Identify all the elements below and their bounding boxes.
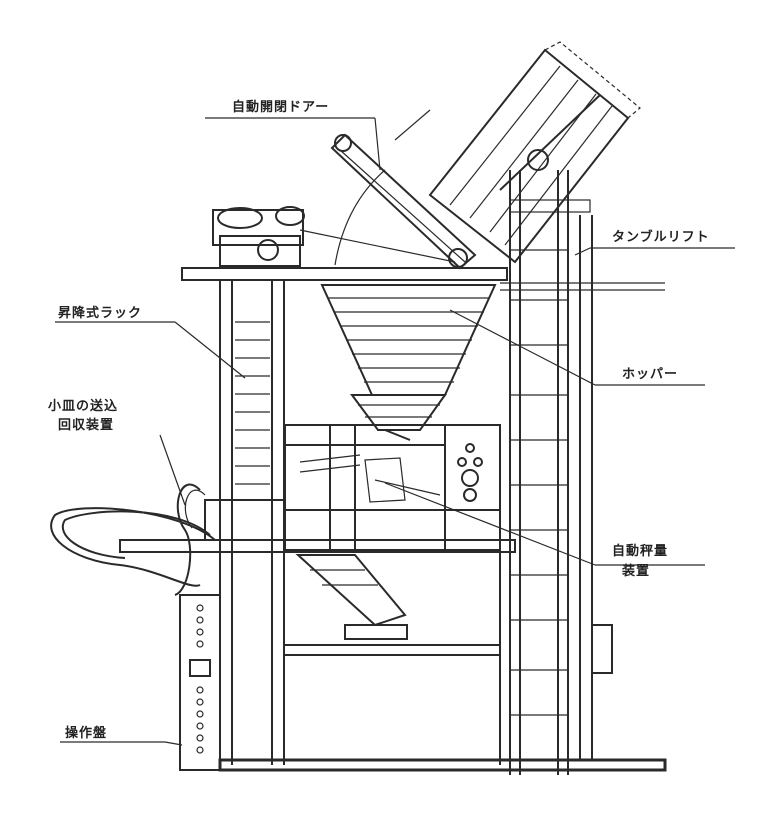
mid-deck [119,499,516,553]
label-auto-weigher-2: 装置 [622,564,651,579]
auto-door-arm [330,109,477,270]
label-lift-rack: 昇降式ラック [58,306,143,321]
top-motor [212,206,456,267]
lift-ladder-tower [509,149,613,775]
control-panel [179,594,221,771]
base-frame [218,550,667,772]
label-auto-weigher-1: 自動秤量 [612,544,669,559]
weigher-frame [284,424,501,551]
label-control-panel: 操作盤 [65,726,108,741]
lift-rack-tower [219,280,285,765]
discharge-chute [295,554,408,640]
leader-lines [55,117,735,746]
label-hopper: ホッパー [622,367,679,382]
small-dish-loop [50,483,216,596]
label-tumble-lift: タンブルリフト [612,230,710,245]
label-auto-door: 自動開閉ドアー [232,100,330,115]
top-deck [181,267,665,291]
label-small-dish-2: 回収装置 [58,418,115,433]
hopper-body [320,284,497,441]
tumble-lift-drum [428,41,641,264]
label-small-dish-1: 小皿の送込 [48,399,119,414]
